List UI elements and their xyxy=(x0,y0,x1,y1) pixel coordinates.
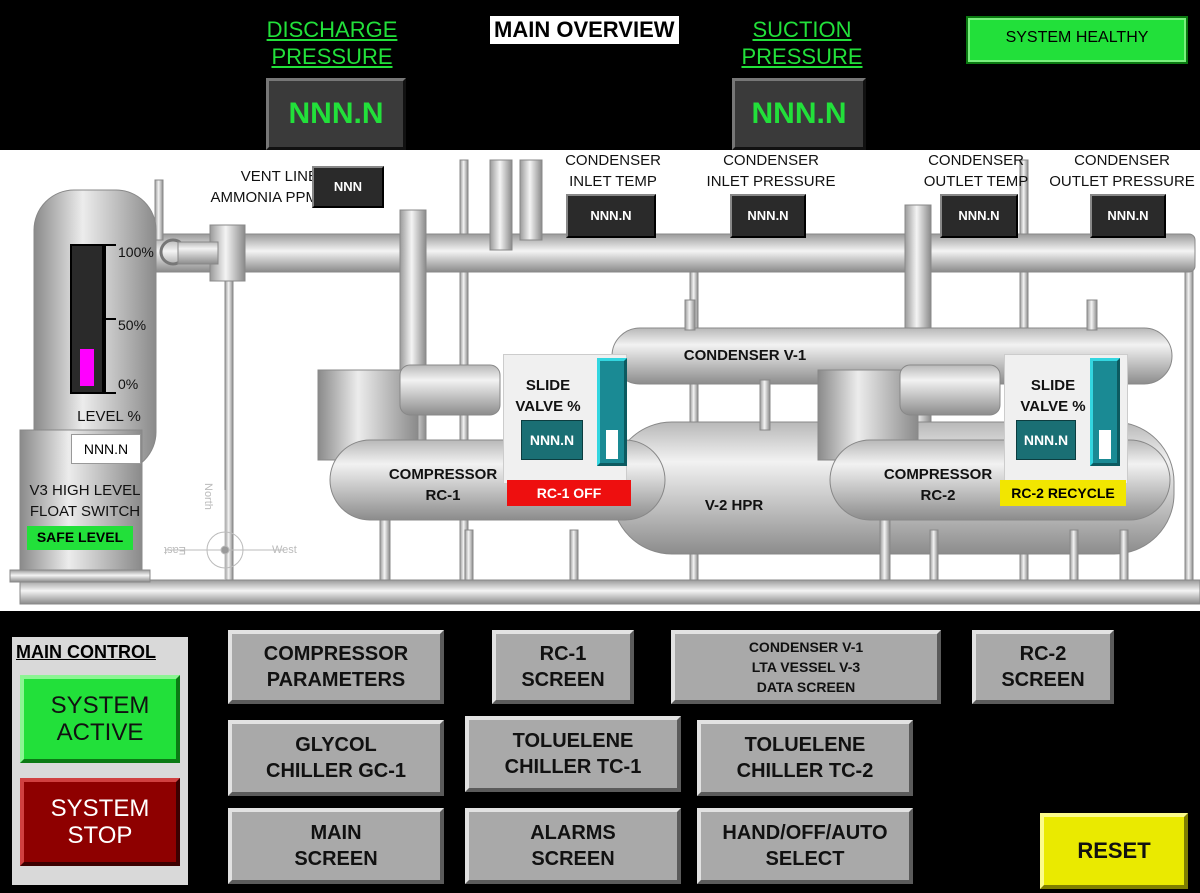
cond-inlet-pressure-label: CONDENSER INLET PRESSURE xyxy=(706,152,836,190)
rc2-status-indicator: RC-2 RECYCLE xyxy=(1000,480,1126,506)
cond-inlet-temp-readout: NNN.N xyxy=(566,194,656,238)
rc2-slide-valve-readout: NNN.N xyxy=(1016,420,1076,460)
level-tick-50: 50% xyxy=(118,317,147,333)
rc1-slide-valve-label: SLIDE VALVE % xyxy=(515,377,581,415)
condenser-v1-label: CONDENSER V-1 xyxy=(683,347,807,364)
toluelene-chiller-tc2-button[interactable]: TOLUELENE CHILLER TC-2 xyxy=(697,720,913,796)
rc2-slide-valve-label: SLIDE VALVE % xyxy=(1020,377,1086,415)
vent-line-ammonia-readout: NNN xyxy=(312,166,384,208)
level-tick-0: 0% xyxy=(118,376,139,392)
glycol-chiller-button[interactable]: GLYCOL CHILLER GC-1 xyxy=(228,720,444,796)
compass-graphic xyxy=(165,490,285,580)
toluelene-chiller-tc1-button[interactable]: TOLUELENE CHILLER TC-1 xyxy=(465,716,681,792)
system-healthy-indicator: SYSTEM HEALTHY xyxy=(966,16,1188,64)
level-label: LEVEL % xyxy=(77,408,141,425)
main-control-title: MAIN CONTROL xyxy=(16,642,156,662)
main-screen-button[interactable]: MAIN SCREEN xyxy=(228,808,444,884)
level-readout: NNN.N xyxy=(71,434,141,464)
rc1-slide-valve-readout: NNN.N xyxy=(521,420,583,460)
rc2-screen-button[interactable]: RC-2 SCREEN xyxy=(972,630,1114,704)
cond-inlet-temp-label: CONDENSER INLET TEMP xyxy=(565,152,661,190)
rc2-slide-valve-bar xyxy=(1090,358,1120,466)
condenser-data-screen-button[interactable]: CONDENSER V-1 LTA VESSEL V-3 DATA SCREEN xyxy=(671,630,941,704)
v2-hpr-label: V-2 HPR xyxy=(704,497,764,514)
plant-mimic: North East West VENT LINE AMMONIA PPM NN… xyxy=(0,150,1200,611)
discharge-pressure-label: DISCHARGE PRESSURE xyxy=(266,17,398,69)
system-stop-button[interactable]: SYSTEM STOP xyxy=(20,778,180,866)
cond-outlet-pressure-label: CONDENSER OUTLET PRESSURE xyxy=(1049,152,1195,190)
hand-off-auto-select-button[interactable]: HAND/OFF/AUTO SELECT xyxy=(697,808,913,884)
rc1-slide-valve-fill xyxy=(606,430,618,459)
cond-outlet-temp-label: CONDENSER OUTLET TEMP xyxy=(923,152,1029,190)
level-bargraph xyxy=(70,244,104,394)
vent-line-label: VENT LINE AMMONIA PPM xyxy=(210,168,318,206)
rc2-compressor-label: COMPRESSOR RC-2 xyxy=(883,466,993,504)
system-active-button[interactable]: SYSTEM ACTIVE xyxy=(20,675,180,763)
page-title: MAIN OVERVIEW xyxy=(490,16,679,44)
compressor-parameters-button[interactable]: COMPRESSOR PARAMETERS xyxy=(228,630,444,704)
level-scale xyxy=(104,244,116,394)
level-bargraph-fill xyxy=(80,349,94,386)
rc2-slide-valve-fill xyxy=(1099,430,1111,459)
alarms-screen-button[interactable]: ALARMS SCREEN xyxy=(465,808,681,884)
compass-north-label: North xyxy=(202,483,214,510)
discharge-pressure-readout: NNN.N xyxy=(266,78,406,150)
rc1-compressor-label: COMPRESSOR RC-1 xyxy=(388,466,498,504)
cond-outlet-pressure-readout: NNN.N xyxy=(1090,194,1166,238)
float-switch-status: SAFE LEVEL xyxy=(27,526,133,550)
compass-west-label: West xyxy=(272,544,297,556)
suction-pressure-readout: NNN.N xyxy=(732,78,866,150)
level-tick-100: 100% xyxy=(118,244,154,260)
cond-outlet-temp-readout: NNN.N xyxy=(940,194,1018,238)
rc1-status-indicator: RC-1 OFF xyxy=(507,480,631,506)
float-switch-label: V3 HIGH LEVEL FLOAT SWITCH xyxy=(29,482,141,520)
cond-inlet-pressure-readout: NNN.N xyxy=(730,194,806,238)
suction-pressure-label: SUCTION PRESSURE xyxy=(741,17,863,69)
reset-button[interactable]: RESET xyxy=(1040,813,1188,889)
rc1-slide-valve-bar xyxy=(597,358,627,466)
compass-east-label: East xyxy=(164,544,187,556)
rc1-screen-button[interactable]: RC-1 SCREEN xyxy=(492,630,634,704)
